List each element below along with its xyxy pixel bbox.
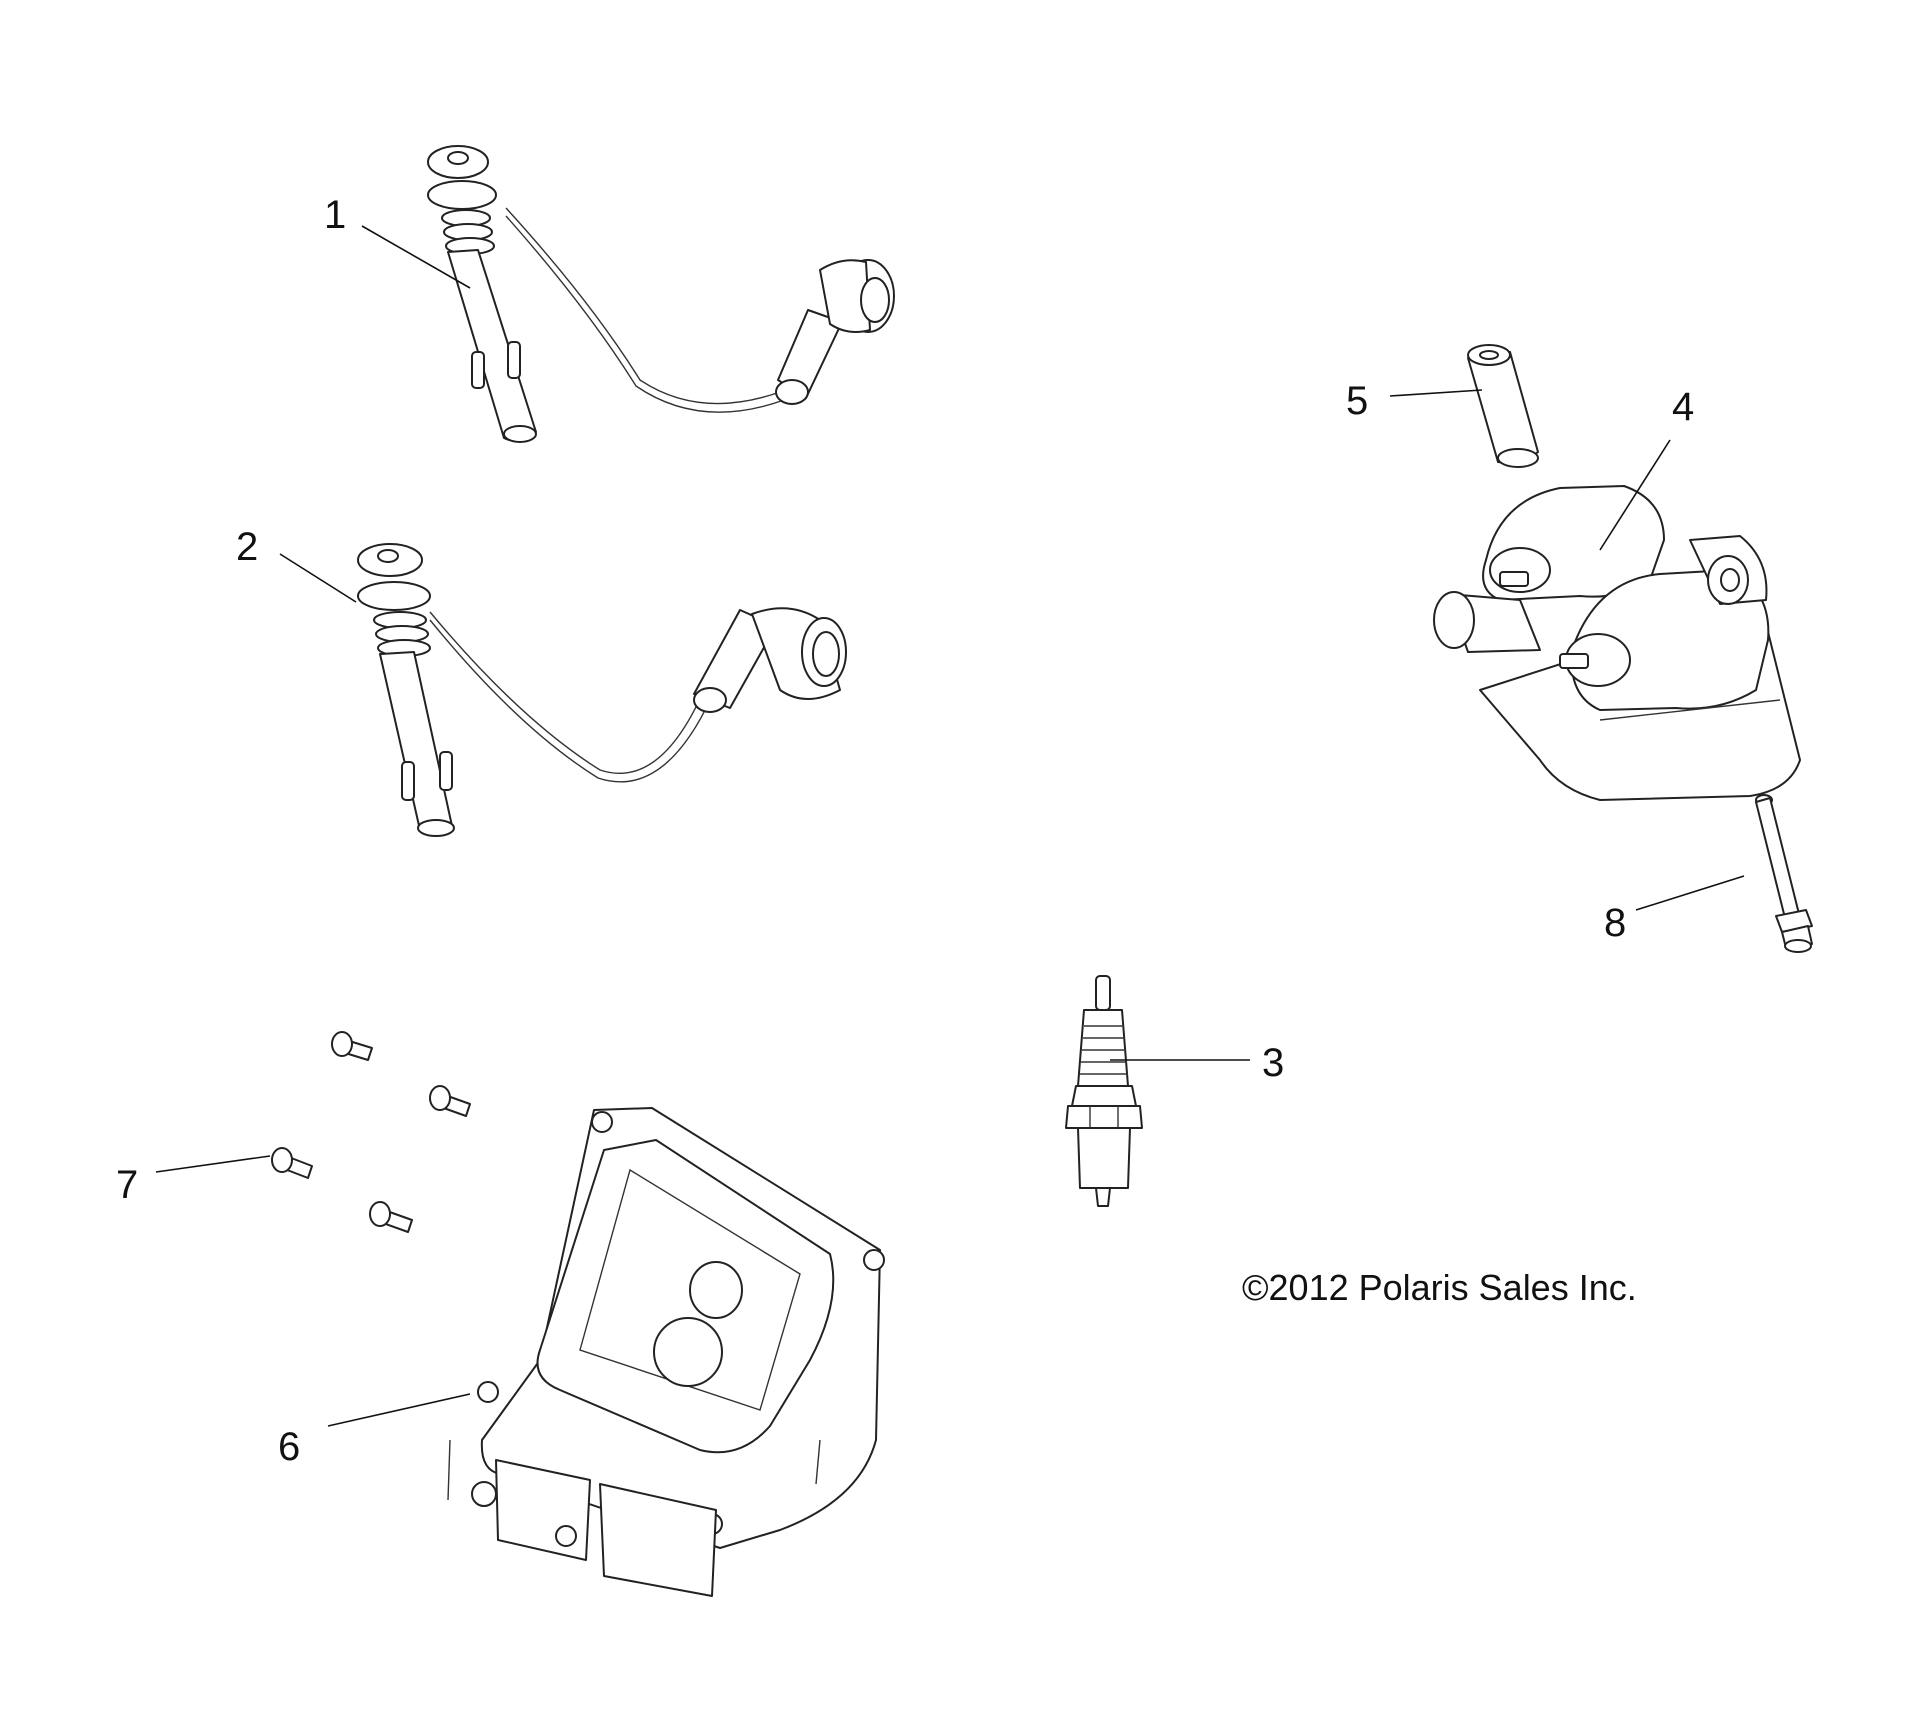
copyright-notice: ©2012 Polaris Sales Inc.: [1242, 1267, 1637, 1308]
part-5-spacer[interactable]: [1467, 344, 1539, 468]
screw-2: [429, 1085, 471, 1117]
part-8-bolt[interactable]: [1755, 794, 1813, 953]
leader-5: [1389, 389, 1483, 397]
part-6-ecu-module[interactable]: [447, 1107, 885, 1597]
part-1-spark-plug-wire-upper[interactable]: [427, 145, 895, 443]
leader-lines: [155, 225, 1745, 1427]
callout-7: 7: [116, 1163, 138, 1207]
part-7-screws[interactable]: [271, 1031, 471, 1233]
leader-1: [361, 225, 471, 289]
callout-8: 8: [1604, 901, 1626, 945]
part-4-ignition-coil[interactable]: [1433, 485, 1801, 801]
callout-numbers: 1 2 3 4 5 6 7 8: [116, 193, 1694, 1469]
callout-3: 3: [1262, 1041, 1284, 1085]
screw-1: [331, 1031, 373, 1061]
callout-6: 6: [278, 1425, 300, 1469]
leader-7: [155, 1155, 271, 1173]
part-3-spark-plug[interactable]: [1065, 975, 1143, 1207]
screw-4: [369, 1201, 413, 1233]
leader-4: [1599, 439, 1671, 551]
leader-6: [327, 1393, 471, 1427]
callout-5: 5: [1346, 379, 1368, 423]
callout-2: 2: [236, 525, 258, 569]
leader-8: [1635, 875, 1745, 911]
part-2-spark-plug-wire-lower[interactable]: [357, 543, 847, 837]
leader-2: [279, 553, 357, 603]
callout-4: 4: [1672, 385, 1694, 429]
screw-3: [271, 1147, 313, 1179]
callout-1: 1: [324, 193, 346, 237]
